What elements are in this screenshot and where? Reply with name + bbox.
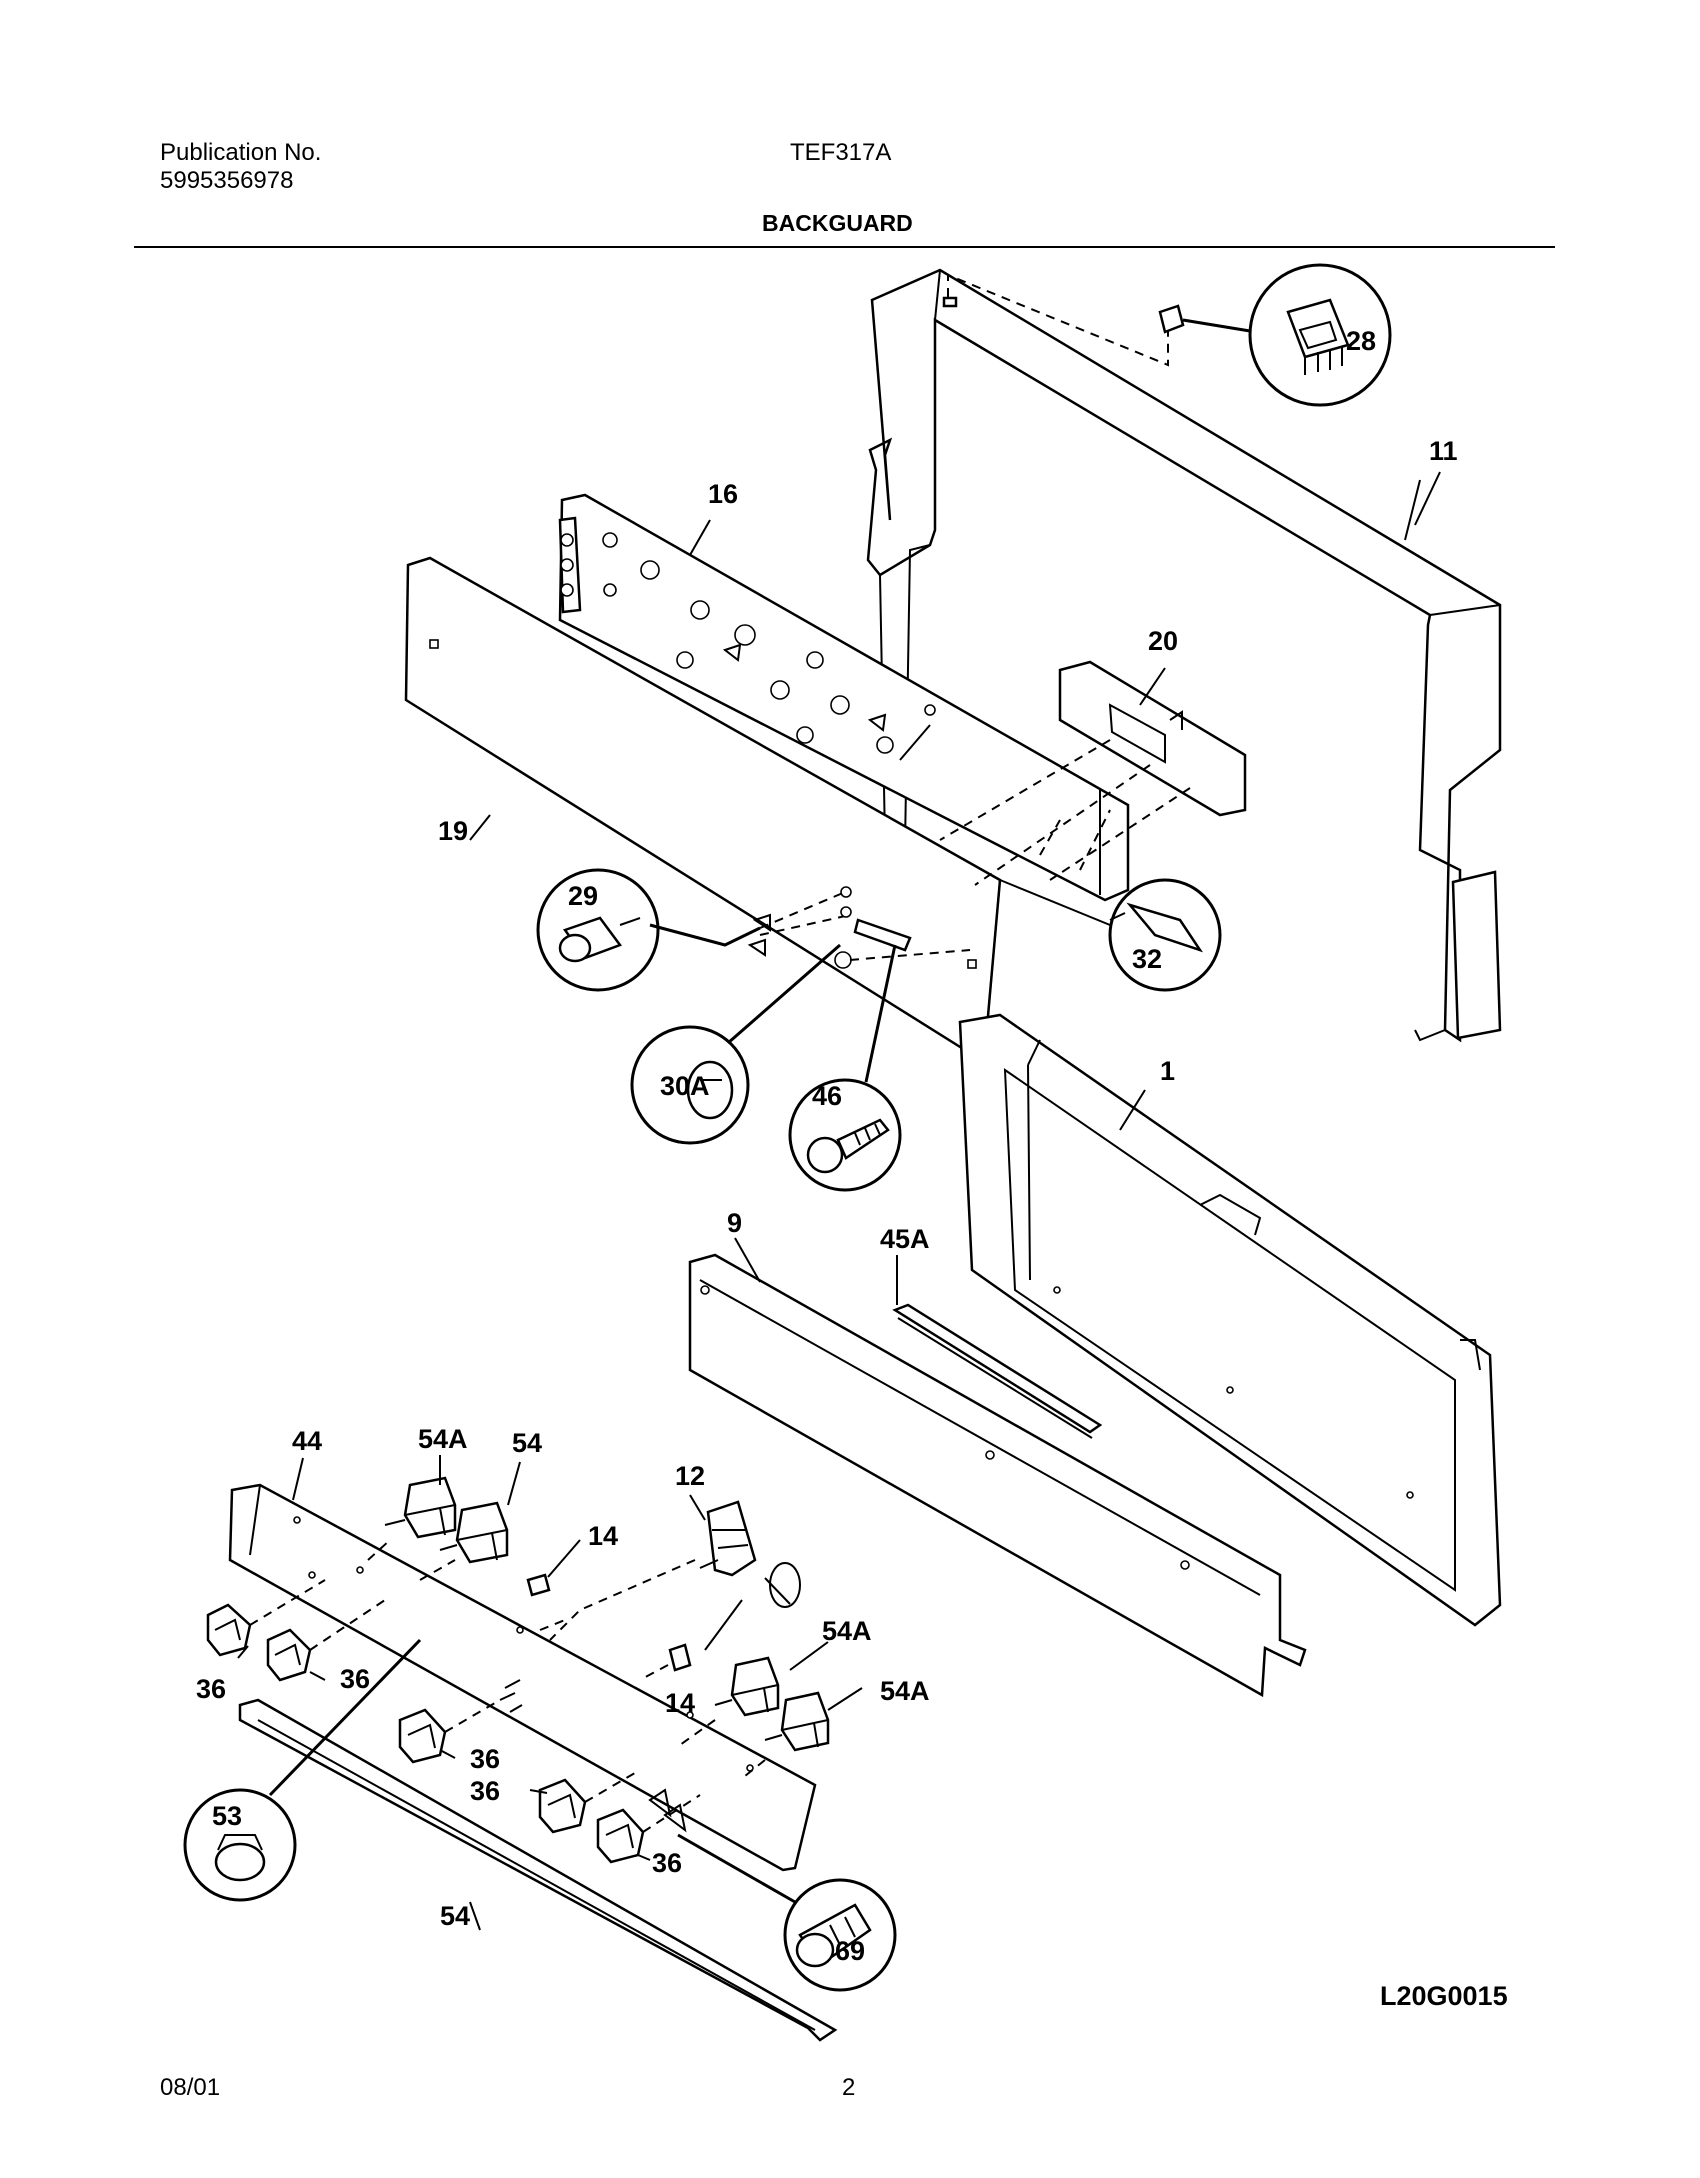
label-part-45A: 46 (812, 1081, 842, 1111)
burner-knobs (206, 1579, 701, 1864)
label-part-32: 36 (470, 1744, 500, 1774)
part-30A-callout (1108, 878, 1222, 992)
thermostat (549, 1500, 801, 1651)
knob-right-upper (538, 1778, 587, 1834)
label-part-29: 30A (660, 1071, 710, 1101)
label-part-11: 11 (1429, 436, 1458, 466)
knob-left-lower (266, 1628, 312, 1682)
knob-center (398, 1708, 447, 1764)
part-69-callout (648, 1788, 897, 1992)
label-part-40: 44 (292, 1426, 322, 1456)
part-labels: 11 28 16 20 19 29 32 30A 46 1 9 45A 44 5… (196, 326, 1458, 1966)
control-panel-bracket (558, 493, 1130, 902)
label-part-54A-right: 54A (822, 1616, 872, 1646)
knob-left-upper (206, 1603, 252, 1657)
label-part-20: 20 (1148, 626, 1178, 656)
label-part-44: 45A (880, 1224, 930, 1254)
lower-rear-panel (688, 1253, 1307, 1698)
page-number: 2 (842, 2074, 856, 2101)
publication-label: Publication No. (160, 139, 322, 166)
label-part-54-left: 54 (512, 1428, 542, 1458)
rear-panel (958, 1013, 1502, 1627)
section-title: BACKGUARD (762, 210, 913, 236)
part-28-callout (536, 868, 852, 992)
part-29-callout (630, 943, 971, 1145)
trim-strip (892, 1303, 1103, 1439)
backguard-frame (866, 263, 1502, 1043)
label-part-54A-left: 54A (418, 1424, 468, 1454)
label-part-30A: 32 (1132, 944, 1162, 974)
label-part-16: 16 (708, 479, 738, 509)
label-part-36-a: 36 (196, 1674, 226, 1704)
knob-right-lower (596, 1808, 645, 1864)
label-part-12: 12 (675, 1461, 705, 1491)
header-rule (134, 246, 1555, 248)
label-part-14-lower: 14 (665, 1688, 695, 1718)
label-part-54-right: 54A (880, 1676, 930, 1706)
part-46-callout (183, 1638, 422, 1902)
label-part-24: 28 (1346, 326, 1376, 356)
label-part-53: 54 (440, 1901, 470, 1931)
footer-date: 08/01 (160, 2074, 221, 2101)
publication-number: 5995356978 (160, 167, 294, 194)
diagram-code: L20G0015 (1380, 1981, 1508, 2011)
label-part-19: 19 (438, 816, 468, 846)
switch-blocks-right (639, 1643, 830, 1781)
label-part-1: 1 (1160, 1056, 1175, 1086)
manifold-panel (228, 1483, 817, 1872)
label-part-69: 69 (835, 1936, 865, 1966)
model-number: TEF317A (790, 139, 892, 166)
label-part-14-upper: 14 (588, 1521, 618, 1551)
clock-module (939, 660, 1247, 886)
label-part-36-c: 36 (470, 1776, 500, 1806)
label-part-46: 53 (212, 1801, 242, 1831)
label-part-28: 29 (568, 881, 598, 911)
label-part-9: 9 (727, 1208, 742, 1238)
leader-lines (237, 471, 1441, 1931)
label-part-36-b: 36 (340, 1664, 370, 1694)
label-part-36-d: 36 (652, 1848, 682, 1878)
lower-trim (238, 1698, 838, 2042)
switch-blocks-left (384, 1476, 551, 1597)
part-45A-callout (788, 944, 902, 1192)
